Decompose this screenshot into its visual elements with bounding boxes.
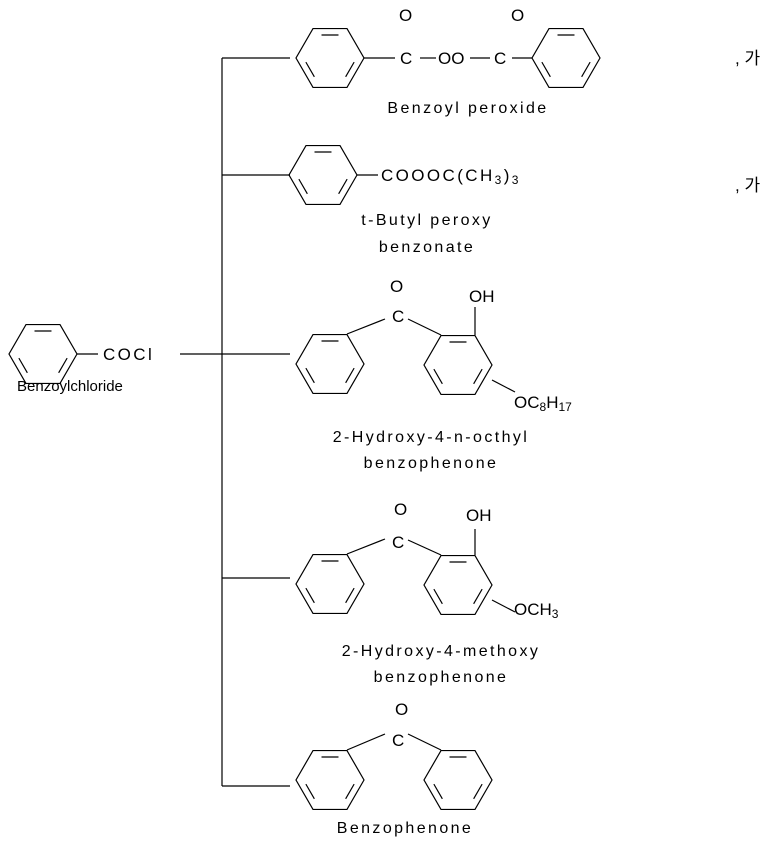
benzene-ring-icon xyxy=(531,27,601,89)
carbonyl-c: C xyxy=(392,731,404,750)
bond-line xyxy=(491,599,516,613)
benzene-ring-icon xyxy=(423,554,493,616)
carbonyl-c-left: C xyxy=(400,49,412,68)
bond-line xyxy=(407,539,442,556)
hydroxyl-group: OH xyxy=(466,506,492,525)
ring-double-bond xyxy=(433,588,443,605)
ring-outline xyxy=(295,27,365,89)
benzene-ring-icon xyxy=(295,749,365,811)
ring-outline xyxy=(423,554,493,616)
product-name-line: Benzoyl peroxide xyxy=(387,100,548,117)
methoxy-group: OCH3 xyxy=(514,600,559,621)
ring-double-bond xyxy=(581,61,591,78)
ring-double-bond xyxy=(298,178,308,195)
product-hydroxy-octhyl-benzophenone: O C OH OC8H17 2-Hydroxy-4-n-octhyl benzo… xyxy=(295,277,572,472)
benzene-ring-icon xyxy=(288,144,358,206)
connector-tree xyxy=(180,57,290,787)
ring-double-bond xyxy=(345,367,355,384)
carbonyl-o: O xyxy=(390,277,403,296)
ring-double-bond xyxy=(345,783,355,800)
reactant-benzoyl-chloride: COCl Benzoylchloride xyxy=(8,323,154,395)
carbonyl-c-right: C xyxy=(494,49,506,68)
ring-double-bond xyxy=(305,783,315,800)
reactant-name: Benzoylchloride xyxy=(17,378,123,395)
benzene-ring-icon xyxy=(295,553,365,615)
side-note: , 가 xyxy=(735,176,760,195)
ring-double-bond xyxy=(433,368,443,385)
hydroxyl-group: OH xyxy=(469,287,495,306)
ring-outline xyxy=(295,553,365,615)
cocl-group: COCl xyxy=(103,345,154,364)
ring-outline xyxy=(8,323,78,385)
benzene-ring-icon xyxy=(423,334,493,396)
ring-outline xyxy=(531,27,601,89)
bond-line xyxy=(346,538,386,555)
bond-line xyxy=(346,733,386,751)
bond-line xyxy=(407,318,442,336)
carbonyl-o: O xyxy=(394,500,407,519)
ring-double-bond xyxy=(541,61,551,78)
ring-outline xyxy=(295,749,365,811)
benzene-ring-icon xyxy=(8,323,78,385)
ring-outline xyxy=(423,334,493,396)
product-name-line: benzophenone xyxy=(374,669,509,686)
peroxide-oo: OO xyxy=(438,49,464,68)
perester-group: COOOC(CH3)3 xyxy=(381,166,521,187)
ring-outline xyxy=(423,749,493,811)
ring-double-bond xyxy=(473,368,483,385)
product-benzophenone: O C Benzophenone xyxy=(295,700,493,837)
product-name-line: 2-Hydroxy-4-n-octhyl xyxy=(333,429,529,446)
ring-double-bond xyxy=(473,783,483,800)
product-benzoyl-peroxide: C O OO C O Benzoyl peroxide , 가 xyxy=(295,6,760,117)
ring-double-bond xyxy=(58,357,68,374)
ring-double-bond xyxy=(305,587,315,604)
product-name-line: benzophenone xyxy=(364,455,499,472)
bond-line xyxy=(407,733,442,751)
product-name-line: Benzophenone xyxy=(337,820,473,837)
ring-double-bond xyxy=(305,367,315,384)
carbonyl-o: O xyxy=(395,700,408,719)
side-note: , 가 xyxy=(735,49,760,68)
product-name-line: 2-Hydroxy-4-methoxy xyxy=(342,643,541,660)
ring-double-bond xyxy=(345,587,355,604)
ring-outline xyxy=(295,333,365,395)
ring-double-bond xyxy=(338,178,348,195)
ring-double-bond xyxy=(345,61,355,78)
product-name-line: t-Butyl peroxy xyxy=(361,212,492,229)
ring-double-bond xyxy=(305,61,315,78)
carbonyl-o-right: O xyxy=(511,6,524,25)
carbonyl-c: C xyxy=(392,307,404,326)
product-t-butyl-peroxy-benzonate: COOOC(CH3)3 t-Butyl peroxy benzonate , 가 xyxy=(288,144,760,256)
octyloxy-group: OC8H17 xyxy=(514,393,572,414)
carbonyl-c: C xyxy=(392,533,404,552)
ring-double-bond xyxy=(473,588,483,605)
product-hydroxy-methoxy-benzophenone: O C OH OCH3 2-Hydroxy-4-methoxy benzophe… xyxy=(295,500,559,686)
benzene-ring-icon xyxy=(295,27,365,89)
carbonyl-o-left: O xyxy=(399,6,412,25)
bond-line xyxy=(346,318,386,335)
ring-double-bond xyxy=(18,357,28,374)
benzene-ring-icon xyxy=(423,749,493,811)
ring-double-bond xyxy=(433,783,443,800)
ring-outline xyxy=(288,144,358,206)
bond-line xyxy=(491,379,516,393)
benzene-ring-icon xyxy=(295,333,365,395)
product-name-line: benzonate xyxy=(379,239,475,256)
